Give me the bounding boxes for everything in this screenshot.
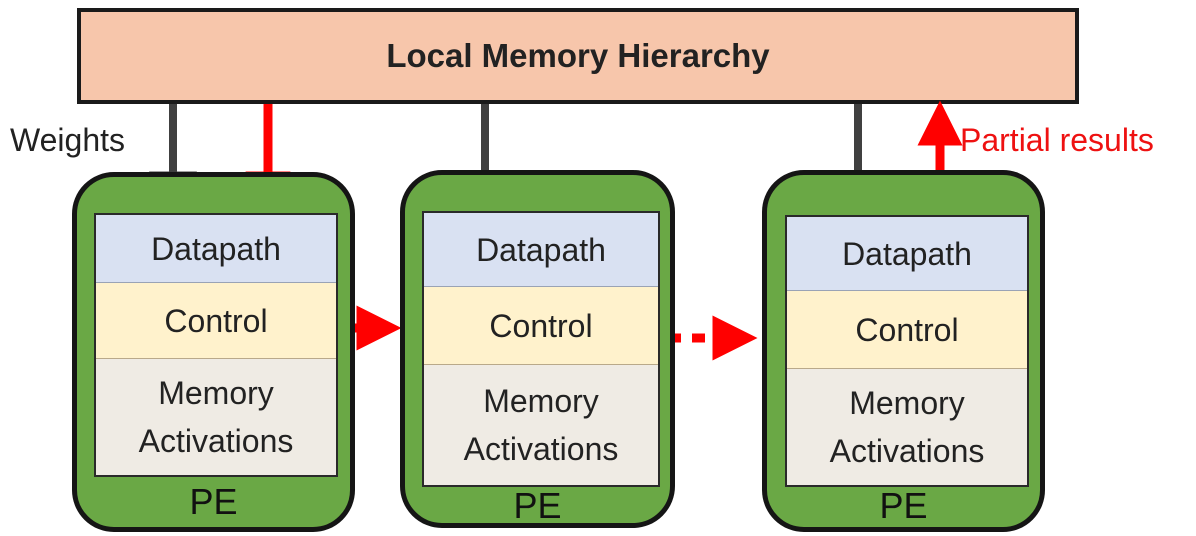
pe-2-memory-line1: Memory (483, 383, 599, 419)
pe-3-control: Control (787, 291, 1027, 369)
pe-1-memory-line1: Memory (158, 375, 274, 411)
weights-label: Weights (10, 122, 126, 158)
pe-block-3: Datapath Control Memory Activations PE (762, 170, 1045, 532)
pe-2-control: Control (424, 287, 658, 365)
pe-1-stack: Datapath Control Memory Activations (94, 213, 338, 477)
pe-block-2: Datapath Control Memory Activations PE (400, 170, 675, 528)
pe-3-stack: Datapath Control Memory Activations (785, 215, 1029, 487)
pe-block-1: Datapath Control Memory Activations PE (72, 172, 355, 532)
pe-1-memory: Memory Activations (96, 359, 336, 475)
local-memory-hierarchy-box (77, 8, 1079, 104)
pe-3-memory: Memory Activations (787, 369, 1027, 485)
pe-2-datapath: Datapath (424, 213, 658, 287)
partial-results-label: Partial results (960, 122, 1154, 158)
pe-2-memory-line2: Activations (463, 431, 619, 467)
pe-1-label: PE (189, 481, 238, 522)
pe-1-memory-line2: Activations (138, 423, 294, 459)
pe-1-datapath: Datapath (96, 215, 336, 283)
pe-2-memory: Memory Activations (424, 365, 658, 485)
pe-3-memory-line1: Memory (849, 385, 965, 421)
pe-3-datapath: Datapath (787, 217, 1027, 291)
pe-1-control: Control (96, 283, 336, 359)
memory-hierarchy-title: Local Memory Hierarchy (386, 37, 770, 74)
pe-3-memory-line2: Activations (829, 433, 985, 469)
pe-3-label: PE (879, 485, 928, 526)
pe-2-stack: Datapath Control Memory Activations (422, 211, 660, 487)
pe-2-label: PE (513, 485, 562, 526)
